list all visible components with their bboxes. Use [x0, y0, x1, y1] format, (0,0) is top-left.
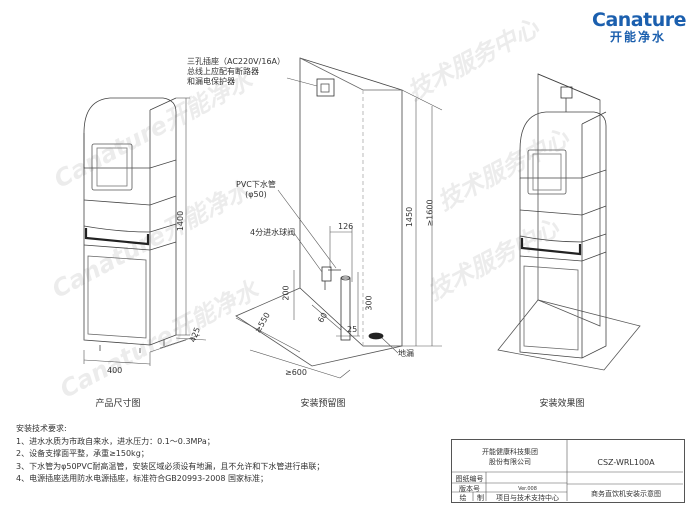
title-block-grid [451, 439, 683, 501]
tb-drawn-sep: 制 [477, 493, 484, 502]
install-wall-outline [235, 57, 403, 367]
requirement-item: 1、进水水质为市政自来水，进水压力：0.1～0.3MPa； [16, 436, 215, 446]
requirement-item: 2、设备支撑面平整，承重≥150kg； [16, 449, 149, 458]
valve-callout: 4分进水球阀 [250, 228, 296, 237]
tb-drawing-no-label: 图纸编号 [455, 474, 484, 483]
brand-cn-text: 开能净水 [609, 30, 666, 44]
caption-install: 安装预留图 [300, 399, 346, 409]
title-block: 开能健康科技集团 股份有限公司 CSZ-WRL100A 图纸编号 版本号 Ver… [451, 439, 685, 503]
tb-drawn-label: 绘 [459, 493, 467, 502]
dim-height-1450: 1450 [405, 206, 415, 228]
effect-wall-and-floor [497, 73, 641, 371]
install-requirements: 安装技术要求: 1、进水水质为市政自来水，进水压力：0.1～0.3MPa； 2、… [16, 423, 324, 486]
product-dimension-lines [83, 97, 207, 366]
effect-machine-right [519, 111, 607, 359]
dim-h-300: 300 [364, 295, 374, 311]
tb-model: CSZ-WRL100A [597, 458, 655, 467]
dim-h-200: 200 [281, 285, 291, 301]
dim-d-25: 25 [347, 325, 358, 334]
install-dimension-lines [235, 89, 443, 379]
requirements-title: 安装技术要求: [16, 424, 67, 433]
tb-version: Ver.008 [518, 485, 537, 492]
dim-height-1600: ≥1600 [425, 199, 435, 227]
product-machine-left [83, 97, 177, 353]
install-leader-lines [277, 77, 399, 354]
requirement-item: 4、电源插座选用防水电源插座，标准符合GB20993-2008 国家标准； [16, 474, 269, 483]
floor-drain-callout: 地漏 [398, 349, 414, 358]
requirement-item: 3、下水管为φ50PVC耐高温管，安装区域必须设有地漏，且不允许和下水管进行串联… [16, 461, 325, 471]
dim-valve-offset: 126 [338, 222, 354, 231]
brand-logo-text: Canature [592, 9, 686, 31]
caption-effect: 安装效果图 [539, 399, 585, 409]
drain-pipe-callout: PVC下水管 (φ50) [236, 180, 276, 199]
dim-product-height: 1400 [176, 210, 186, 232]
tb-department: 项目与技术支持中心 [496, 493, 559, 502]
brand-logo: Canature 开能净水 [592, 9, 686, 44]
dim-d-600: ≥600 [285, 368, 307, 377]
socket-callout: 三孔插座（AC220V/16A） 总线上应配有断路器 和漏电保护器 [187, 57, 286, 86]
dim-product-width: 400 [107, 366, 123, 375]
tb-company: 开能健康科技集团 股份有限公司 [482, 447, 538, 466]
tb-drawing-title: 商务直饮机安装示意图 [591, 489, 661, 498]
caption-product: 产品尺寸图 [95, 399, 141, 409]
tb-version-label: 版本号 [459, 484, 480, 493]
